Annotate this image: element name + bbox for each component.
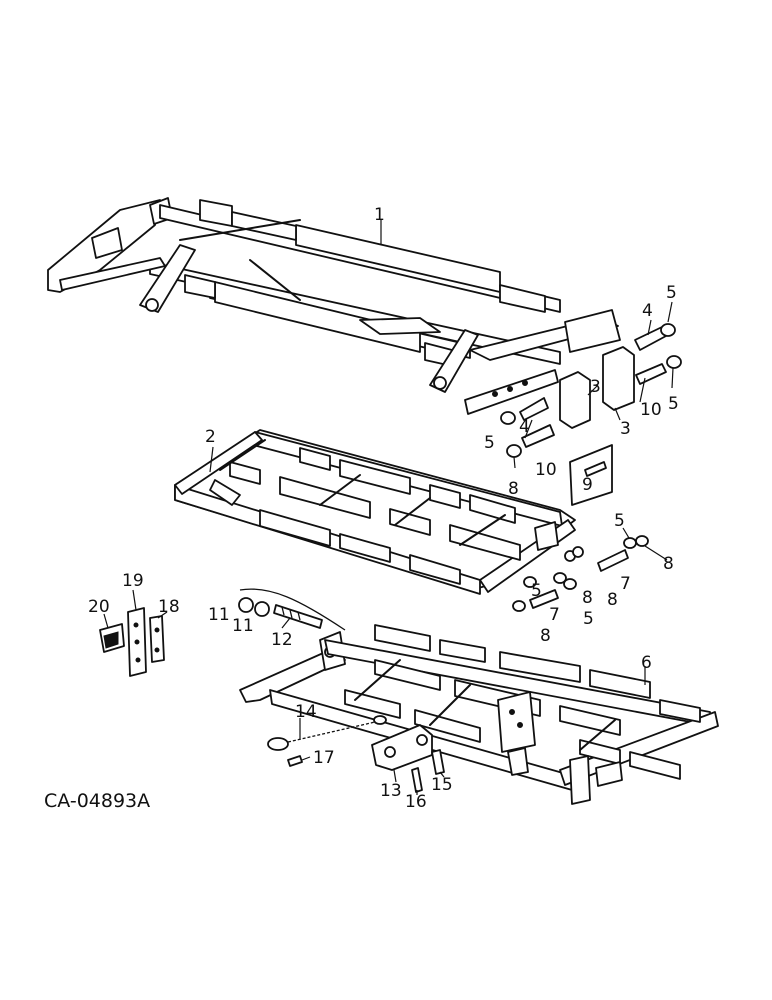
callout-5: 5 [668, 394, 679, 414]
callout-8: 8 [607, 590, 618, 610]
pin-part-7 [529, 549, 629, 609]
callout-5: 5 [484, 433, 495, 453]
callout-labels: 1 2 3 3 4 4 5 5 5 5 5 5 6 7 7 8 8 8 8 8 … [88, 205, 679, 812]
callout-8: 8 [540, 626, 551, 646]
bracket-part-20 [99, 623, 125, 653]
callout-5: 5 [614, 511, 625, 531]
plate-part-19 [127, 607, 147, 677]
callout-14: 14 [295, 702, 317, 722]
callout-9: 9 [582, 475, 593, 495]
callout-1: 1 [374, 205, 385, 225]
leader-lines [103, 220, 674, 795]
pin-part-4 [519, 326, 667, 421]
callout-7: 7 [620, 574, 631, 594]
callout-2: 2 [205, 427, 216, 447]
plate-part-18 [149, 615, 165, 663]
pin-part-15 [431, 749, 445, 775]
pin-part-16 [411, 767, 423, 793]
pin-part-17 [287, 755, 303, 767]
callout-10: 10 [535, 460, 557, 480]
callout-7: 7 [549, 605, 560, 625]
callout-16: 16 [405, 792, 427, 812]
decal-part-9 [569, 444, 613, 506]
bushing-part-11 [238, 597, 270, 617]
callout-5: 5 [531, 581, 542, 601]
callout-8: 8 [508, 479, 519, 499]
callout-20: 20 [88, 597, 110, 617]
drawing-code: CA-04893A [44, 790, 150, 812]
callout-15: 15 [431, 775, 453, 795]
callout-12: 12 [271, 630, 293, 650]
callout-5: 5 [583, 609, 594, 629]
callout-8: 8 [663, 554, 674, 574]
callout-11: 11 [208, 605, 230, 625]
bolt-part-12 [273, 604, 323, 629]
washer-part-5 [500, 323, 682, 590]
callout-8: 8 [582, 588, 593, 608]
main-frame-part-1 [47, 197, 621, 415]
callout-4: 4 [642, 301, 653, 321]
callout-4: 4 [519, 417, 530, 437]
link-part-3 [559, 346, 635, 429]
leader-part-11 [239, 588, 346, 631]
callout-17: 17 [313, 748, 335, 768]
callout-19: 19 [122, 571, 144, 591]
middle-frame-part-2 [174, 429, 584, 595]
callout-3: 3 [590, 377, 601, 397]
callout-6: 6 [641, 653, 652, 673]
callout-18: 18 [158, 597, 180, 617]
callout-11: 11 [232, 616, 254, 636]
callout-13: 13 [380, 781, 402, 801]
callout-3: 3 [620, 419, 631, 439]
callout-5: 5 [666, 283, 677, 303]
pin-part-10 [521, 363, 667, 448]
chain-part-14 [267, 715, 387, 751]
callout-10: 10 [640, 400, 662, 420]
